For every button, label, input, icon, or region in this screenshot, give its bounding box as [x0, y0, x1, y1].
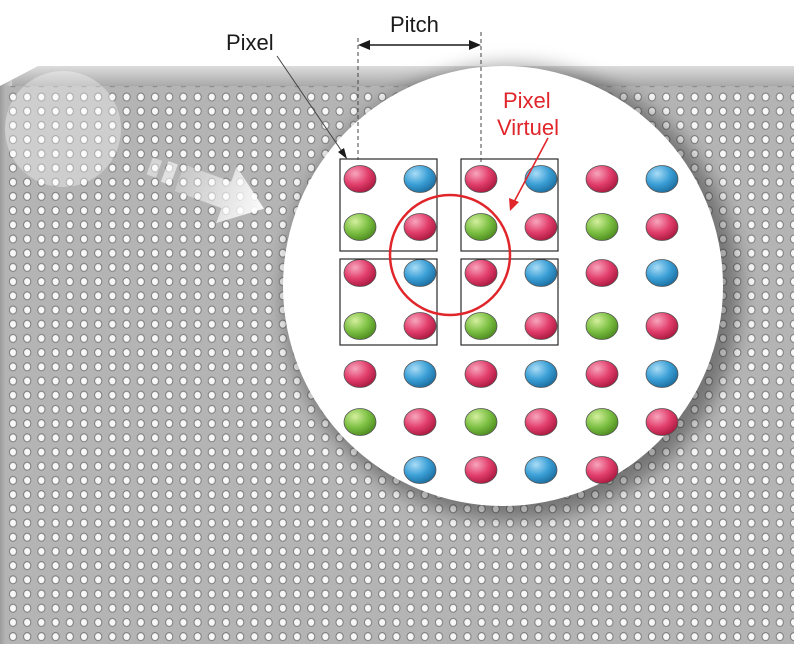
- led-red: [404, 313, 436, 340]
- pitch-arrow-head-right: [469, 40, 481, 50]
- led-green: [344, 409, 376, 436]
- led-red: [465, 457, 497, 484]
- led-blue: [525, 361, 557, 388]
- led-green: [586, 214, 618, 241]
- label-pixel: Pixel: [226, 30, 274, 56]
- led-green: [465, 313, 497, 340]
- led-blue: [525, 166, 557, 193]
- led-red: [646, 214, 678, 241]
- led-blue: [525, 260, 557, 287]
- led-red: [586, 260, 618, 287]
- label-pitch: Pitch: [390, 12, 439, 38]
- led-red: [525, 214, 557, 241]
- led-blue: [404, 166, 436, 193]
- led-red: [344, 260, 376, 287]
- panel-top-edge: [0, 66, 794, 86]
- zoom-source-circle: [5, 71, 121, 187]
- led-red: [344, 166, 376, 193]
- pitch-arrow-head-left: [358, 40, 370, 50]
- led-red: [646, 313, 678, 340]
- led-green: [586, 409, 618, 436]
- led-blue: [525, 457, 557, 484]
- label-virtual-pixel-line2: Virtuel: [497, 115, 559, 141]
- led-green: [465, 214, 497, 241]
- led-red: [586, 166, 618, 193]
- led-green: [344, 313, 376, 340]
- led-blue: [646, 260, 678, 287]
- label-virtual-pixel-line1: Pixel: [503, 88, 551, 114]
- led-red: [586, 361, 618, 388]
- led-blue: [646, 361, 678, 388]
- led-red: [344, 361, 376, 388]
- led-red: [465, 361, 497, 388]
- led-blue: [404, 361, 436, 388]
- led-green: [344, 214, 376, 241]
- led-red: [465, 166, 497, 193]
- led-blue: [404, 457, 436, 484]
- led-green: [586, 313, 618, 340]
- led-red: [404, 214, 436, 241]
- led-red: [586, 457, 618, 484]
- led-red: [646, 409, 678, 436]
- led-red: [465, 260, 497, 287]
- led-red: [525, 313, 557, 340]
- led-green: [465, 409, 497, 436]
- led-blue: [404, 260, 436, 287]
- led-blue: [646, 166, 678, 193]
- led-red: [525, 409, 557, 436]
- led-red: [404, 409, 436, 436]
